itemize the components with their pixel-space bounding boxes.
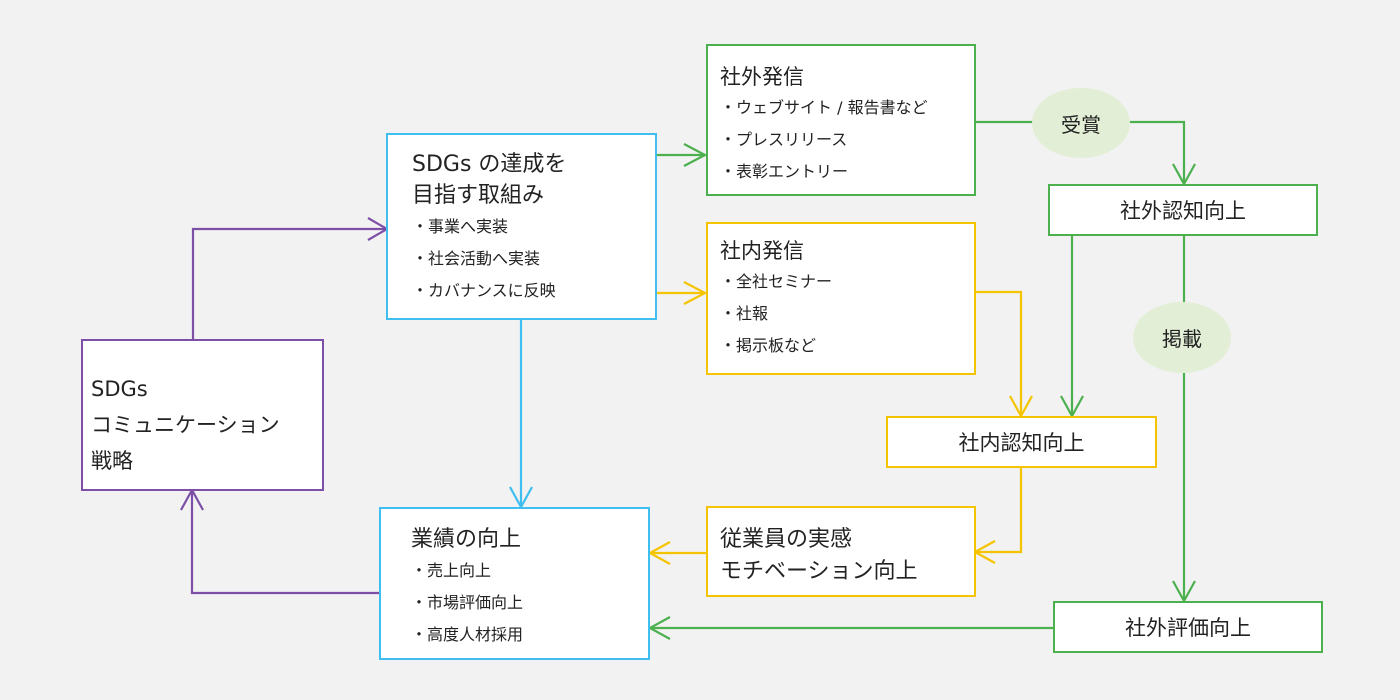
external-evaluation-label: 社外評価向上 <box>1125 616 1251 640</box>
arrowhead <box>683 143 708 167</box>
internal-comm-item: ・全社セミナー <box>720 272 833 291</box>
performance-box: 業績の向上 ・売上向上 ・市場評価向上 ・高度人材採用 <box>379 507 650 660</box>
performance-item: ・高度人材採用 <box>411 625 524 644</box>
initiatives-item: ・カバナンスに反映 <box>412 281 556 300</box>
initiatives-title-line: 目指す取組み <box>412 183 545 208</box>
publication-oval: 掲載 <box>1133 302 1231 373</box>
connector-performance-to-strategy <box>190 490 380 595</box>
external-awareness-box: 社外認知向上 <box>1048 184 1318 236</box>
publication-label: 掲載 <box>1162 327 1202 351</box>
strategy-line: 戦略 <box>91 449 133 473</box>
initiatives-title-line: SDGs の達成を <box>412 152 567 177</box>
initiatives-item: ・事業へ実装 <box>412 217 509 236</box>
motivation-line: モチベーション向上 <box>720 559 918 584</box>
external-evaluation-box: 社外評価向上 <box>1053 601 1323 653</box>
external-comm-item: ・表彰エントリー <box>720 162 849 181</box>
internal-awareness-box: 社内認知向上 <box>886 416 1157 468</box>
external-comm-box: 社外発信 ・ウェブサイト / 報告書など ・プレスリリース ・表彰エントリー <box>706 44 976 196</box>
strategy-box: SDGs コミュニケーション 戦略 <box>81 339 324 491</box>
strategy-line: SDGs <box>91 377 148 401</box>
internal-comm-item: ・掲示板など <box>720 336 817 355</box>
internal-awareness-label: 社内認知向上 <box>958 431 1085 455</box>
performance-item: ・市場評価向上 <box>411 593 524 612</box>
employee-motivation-box: 従業員の実感 モチベーション向上 <box>706 506 976 597</box>
initiatives-item: ・社会活動へ実装 <box>412 249 541 268</box>
external-comm-title: 社外発信 <box>720 65 804 89</box>
strategy-line: コミュニケーション <box>91 413 280 437</box>
initiatives-box: SDGs の達成を 目指す取組み ・事業へ実装 ・社会活動へ実装 ・カバナンスに… <box>386 133 657 320</box>
motivation-line: 従業員の実感 <box>720 527 853 552</box>
connector-internal-comm-to-internal-awareness <box>975 290 1023 416</box>
internal-comm-box: 社内発信 ・全社セミナー ・社報 ・掲示板など <box>706 222 976 375</box>
award-oval: 受賞 <box>1032 88 1130 158</box>
internal-comm-item: ・社報 <box>720 304 769 323</box>
arrowhead <box>647 616 671 640</box>
connector-award-to-external-awareness <box>1125 120 1186 184</box>
arrowhead <box>683 281 708 305</box>
external-comm-item: ・ウェブサイト / 報告書など <box>720 98 928 117</box>
award-label: 受賞 <box>1061 112 1101 137</box>
external-comm-item: ・プレスリリース <box>720 130 848 149</box>
arrowhead <box>647 541 671 565</box>
external-awareness-label: 社外認知向上 <box>1120 199 1246 223</box>
performance-item: ・売上向上 <box>411 561 492 580</box>
connector-strategy-to-initiatives <box>191 227 387 340</box>
internal-comm-title: 社内発信 <box>720 239 804 263</box>
performance-title: 業績の向上 <box>411 527 522 552</box>
connector-internal-awareness-to-motivation <box>975 467 1023 554</box>
